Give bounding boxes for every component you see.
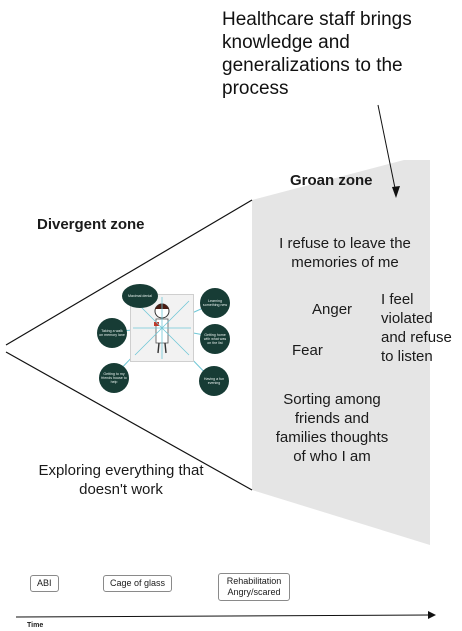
groan-zone-label: Groan zone xyxy=(290,172,373,189)
groan-zone-shape xyxy=(252,160,430,545)
circle-maximal-denial: Maximal denial xyxy=(122,284,158,308)
circle-friends-house: Getting to my friends house to help xyxy=(99,363,129,393)
anger-text: Anger xyxy=(312,301,353,318)
circle-learning-something-new: Learning something new xyxy=(200,288,230,318)
person-icon xyxy=(133,297,191,359)
time-axis-label: Time xyxy=(27,622,44,629)
time-axis-line xyxy=(15,614,431,618)
timeline-box-rehabilitation: Rehabilitation Angry/scared xyxy=(218,573,290,601)
divergent-upper-line xyxy=(5,199,253,346)
violated-text: I feel violated and refuse to listen xyxy=(381,291,452,365)
healthcare-staff-note: Healthcare staff brings knowledge and ge… xyxy=(222,9,412,99)
note-arrow-line xyxy=(377,104,397,194)
timeline-box-cage-of-glass: Cage of glass xyxy=(103,575,173,592)
divergent-zone-label: Divergent zone xyxy=(37,216,145,233)
time-axis-arrowhead xyxy=(428,611,436,619)
divergent-lower-line xyxy=(5,351,253,491)
circle-getting-home: Getting home with what was on the list xyxy=(200,324,230,354)
refuse-text: I refuse to leave the memories of me xyxy=(279,235,411,271)
exploring-text: Exploring everything that doesn't work xyxy=(38,462,204,498)
timeline-box-abi: ABI xyxy=(30,575,59,592)
sorting-text: Sorting among friends and families thoug… xyxy=(275,391,389,465)
circle-fun-evening: Having a fun evening xyxy=(199,366,229,396)
fear-text: Fear xyxy=(292,342,323,359)
circle-memory-lane: Taking a walk on memory lane xyxy=(97,318,127,348)
note-arrow-head xyxy=(392,186,400,198)
